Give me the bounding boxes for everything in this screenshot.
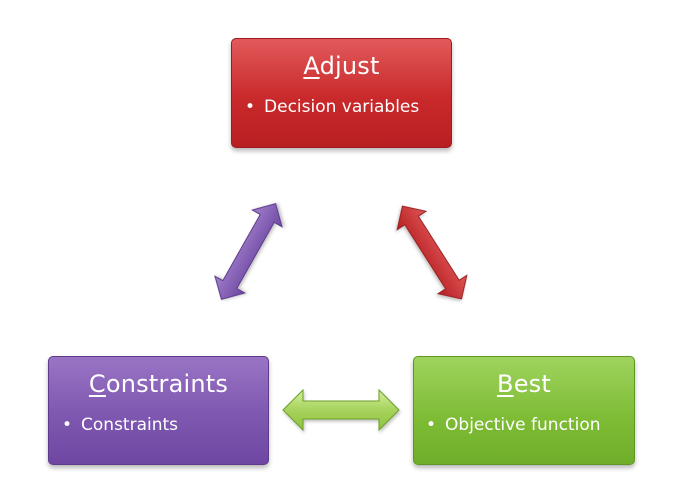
best-title: Best xyxy=(497,370,551,398)
best-node: Best • Objective function xyxy=(413,356,635,465)
adjust-node: Adjust • Decision variables xyxy=(231,38,452,148)
adjust-bullet-item: • Decision variables xyxy=(245,97,419,117)
bullet-marker: • xyxy=(62,415,73,435)
arrow-adjust-constraints xyxy=(214,203,283,300)
constraints-bullet-item: • Constraints xyxy=(62,415,178,435)
constraints-title: Constraints xyxy=(88,370,229,398)
best-bullet-item: • Objective function xyxy=(426,415,601,435)
bullet-marker: • xyxy=(426,415,437,435)
best-bullet-text: Objective function xyxy=(445,415,601,435)
bullet-marker: • xyxy=(245,97,256,117)
adjust-bullet-text: Decision variables xyxy=(264,97,420,117)
adjust-title: Adjust xyxy=(303,52,380,80)
constraints-bullet-text: Constraints xyxy=(81,415,179,435)
constraints-node: Constraints • Constraints xyxy=(48,356,269,465)
arrow-constraints-best xyxy=(282,388,400,432)
arrow-adjust-best xyxy=(396,205,468,300)
